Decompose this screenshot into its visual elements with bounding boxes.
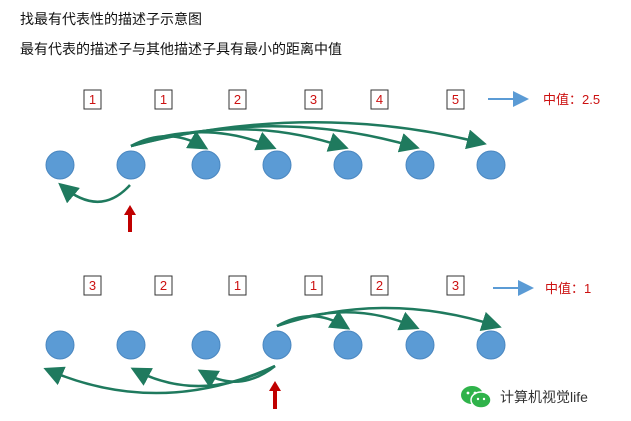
distance-arc xyxy=(276,306,502,331)
bottom-distance-box: 2 xyxy=(370,275,389,296)
descriptor-node xyxy=(405,330,435,360)
top-distance-box: 4 xyxy=(370,89,389,110)
bottom-distance-box: 1 xyxy=(228,275,247,296)
bottom-distance-value: 2 xyxy=(160,278,167,293)
top-distance-box: 5 xyxy=(446,89,465,110)
bottom-distance-value: 3 xyxy=(452,278,459,293)
wechat-icon xyxy=(460,385,492,409)
top-distance-value: 2 xyxy=(234,92,241,107)
descriptor-node xyxy=(333,330,363,360)
descriptor-node xyxy=(116,330,146,360)
descriptor-node xyxy=(476,330,506,360)
descriptor-node xyxy=(262,150,292,180)
top-distance-value: 1 xyxy=(89,92,96,107)
distance-arc xyxy=(58,182,131,204)
top-diagram: 1 1 2 3 4 5 中值：2.5 xyxy=(45,89,600,232)
page-subtitle: 最有代表的描述子与其他描述子具有最小的距离中值 xyxy=(20,41,342,57)
top-distance-value: 5 xyxy=(452,92,459,107)
top-distance-box: 2 xyxy=(228,89,247,110)
bottom-distance-value: 2 xyxy=(376,278,383,293)
descriptor-node xyxy=(476,150,506,180)
descriptor-node xyxy=(191,330,221,360)
top-median-label: 中值：2.5 xyxy=(543,92,600,107)
top-distance-box: 1 xyxy=(83,89,102,110)
descriptor-node xyxy=(45,150,75,180)
top-distance-value: 1 xyxy=(160,92,167,107)
watermark: 计算机视觉life xyxy=(460,385,588,409)
descriptor-node xyxy=(262,330,292,360)
bottom-distance-value: 1 xyxy=(310,278,317,293)
top-distance-value: 3 xyxy=(310,92,317,107)
descriptor-node xyxy=(116,150,146,180)
top-distance-box: 3 xyxy=(304,89,323,110)
top-distance-box: 1 xyxy=(154,89,173,110)
bottom-distance-value: 1 xyxy=(234,278,241,293)
descriptor-node xyxy=(45,330,75,360)
selected-pointer xyxy=(269,381,281,409)
watermark-text: 计算机视觉life xyxy=(500,389,588,405)
page-title: 找最有代表性的描述子示意图 xyxy=(20,11,202,27)
distance-arc xyxy=(197,365,276,389)
bottom-distance-box: 3 xyxy=(83,275,102,296)
selected-pointer xyxy=(124,205,136,232)
bottom-median-label: 中值：1 xyxy=(545,281,591,296)
descriptor-node xyxy=(405,150,435,180)
bottom-distance-box: 3 xyxy=(446,275,465,296)
distance-arc xyxy=(130,120,487,150)
bottom-distance-value: 3 xyxy=(89,278,96,293)
descriptor-node xyxy=(191,150,221,180)
descriptor-node xyxy=(333,150,363,180)
top-distance-value: 4 xyxy=(376,92,383,107)
bottom-distance-box: 1 xyxy=(304,275,323,296)
distance-arc xyxy=(130,364,276,388)
bottom-distance-box: 2 xyxy=(154,275,173,296)
bottom-diagram: 3 2 1 1 2 3 中值：1 xyxy=(43,275,591,409)
distance-arc xyxy=(43,364,276,395)
